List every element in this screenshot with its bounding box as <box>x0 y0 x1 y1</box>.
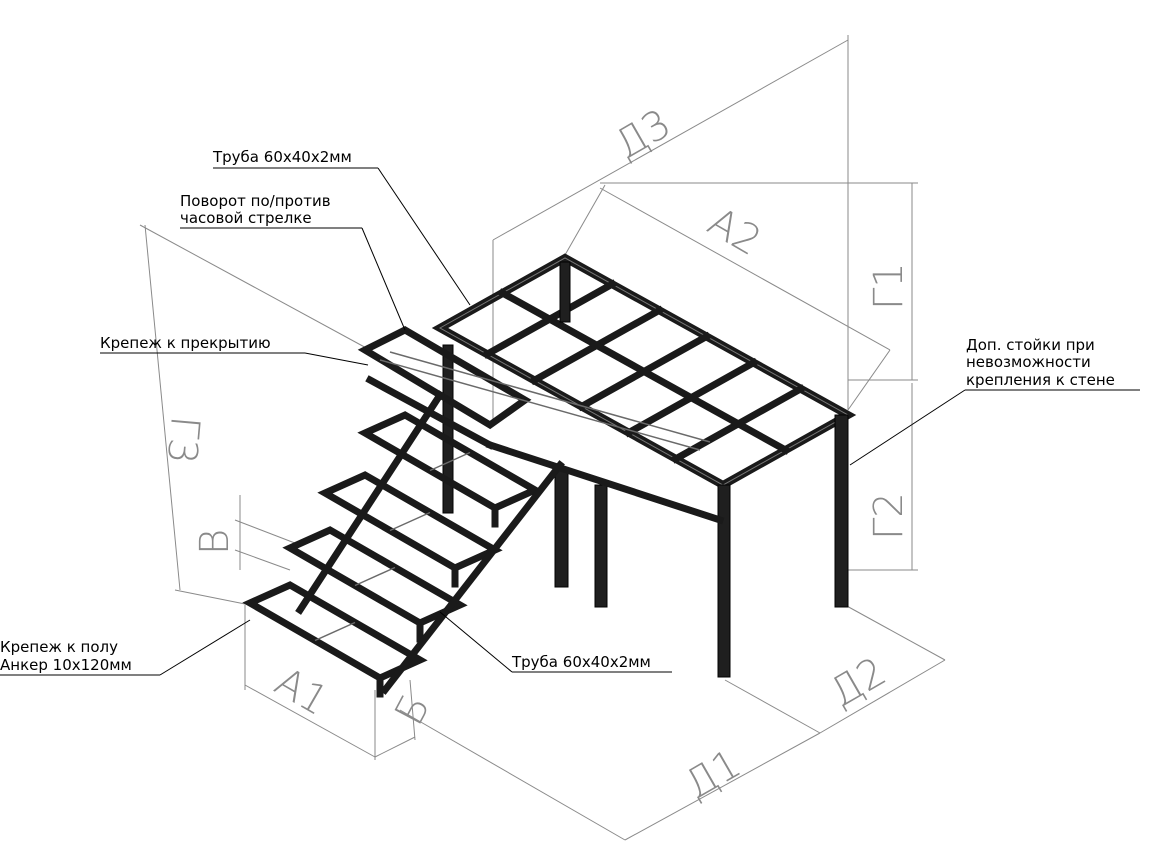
note-rotation-2: часовой стрелке <box>180 209 312 227</box>
stair-tread-rib <box>389 511 431 532</box>
dim-b: Б <box>386 687 440 733</box>
note-pipe-bottom: Труба 60х40х2мм <box>511 653 651 671</box>
dim-a2: А2 <box>700 199 769 265</box>
stair-tread-rib <box>354 566 396 587</box>
dim-a1: А1 <box>267 659 336 725</box>
stair-tread <box>282 526 468 627</box>
note-extra-posts-1: Доп. стойки при <box>966 336 1095 354</box>
stringers <box>295 326 725 695</box>
post-extra-1 <box>554 469 569 588</box>
post-back <box>559 261 571 323</box>
dim-d1: Д1 <box>677 741 749 809</box>
note-rotation-1: Поворот по/против <box>180 192 331 210</box>
post-landing <box>442 344 454 514</box>
stair-tread-rib <box>429 451 471 472</box>
post-front <box>717 484 731 678</box>
dim-g3: Г3 <box>158 414 208 466</box>
dim-d3: Д3 <box>607 101 679 169</box>
stair-tread <box>242 581 428 682</box>
note-ceiling-fastening: Крепеж к прекрытию <box>100 334 271 352</box>
support-posts <box>442 261 849 678</box>
dim-g1: Г1 <box>866 262 912 310</box>
dim-g2: Г2 <box>866 492 912 540</box>
dim-d2: Д2 <box>822 649 894 717</box>
note-extra-posts-3: крепления к стене <box>966 371 1115 389</box>
dim-v: В <box>192 529 238 555</box>
note-pipe-top: Труба 60х40х2мм <box>212 148 352 166</box>
stair-tread <box>357 411 543 512</box>
platform-crossbeam <box>497 288 791 455</box>
post-right <box>834 414 849 608</box>
post-extra-2 <box>594 484 608 608</box>
leader-lines <box>0 167 1140 676</box>
note-floor-fastening-1: Крепеж к полу <box>0 638 118 656</box>
note-extra-posts-2: невозможности <box>966 353 1091 371</box>
stair-tread-rib <box>314 621 356 642</box>
note-floor-fastening-2: Анкер 10х120мм <box>0 656 132 674</box>
dimension-lines <box>139 35 946 841</box>
